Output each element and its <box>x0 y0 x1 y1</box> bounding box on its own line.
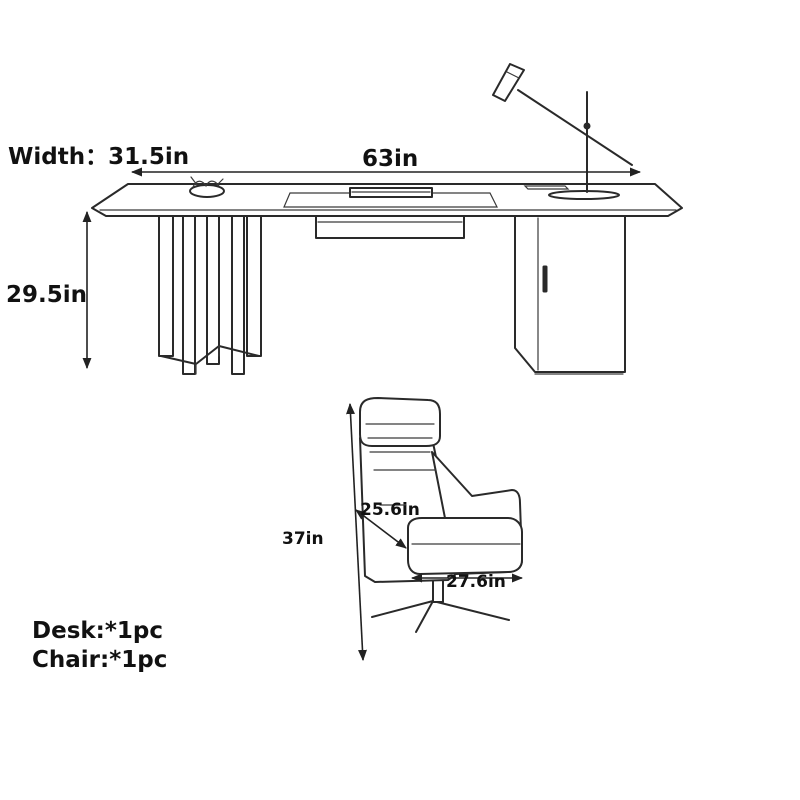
desk-length-label: 63in <box>362 146 418 172</box>
desk-illustration <box>91 63 683 375</box>
chair-illustration <box>359 397 523 633</box>
chair-depth-label: 25.6in <box>360 500 420 520</box>
chair-depth-dimension-line <box>355 509 407 549</box>
width-label: Width：31.5in <box>8 144 189 170</box>
chair-height-label: 37in <box>282 529 324 549</box>
desk-height-label: 29.5in <box>6 282 87 308</box>
desk-quantity-label: Desk:*1pc <box>32 618 163 644</box>
chair-quantity-label: Chair:*1pc <box>32 647 167 673</box>
chair-width-label: 27.6in <box>446 572 506 592</box>
